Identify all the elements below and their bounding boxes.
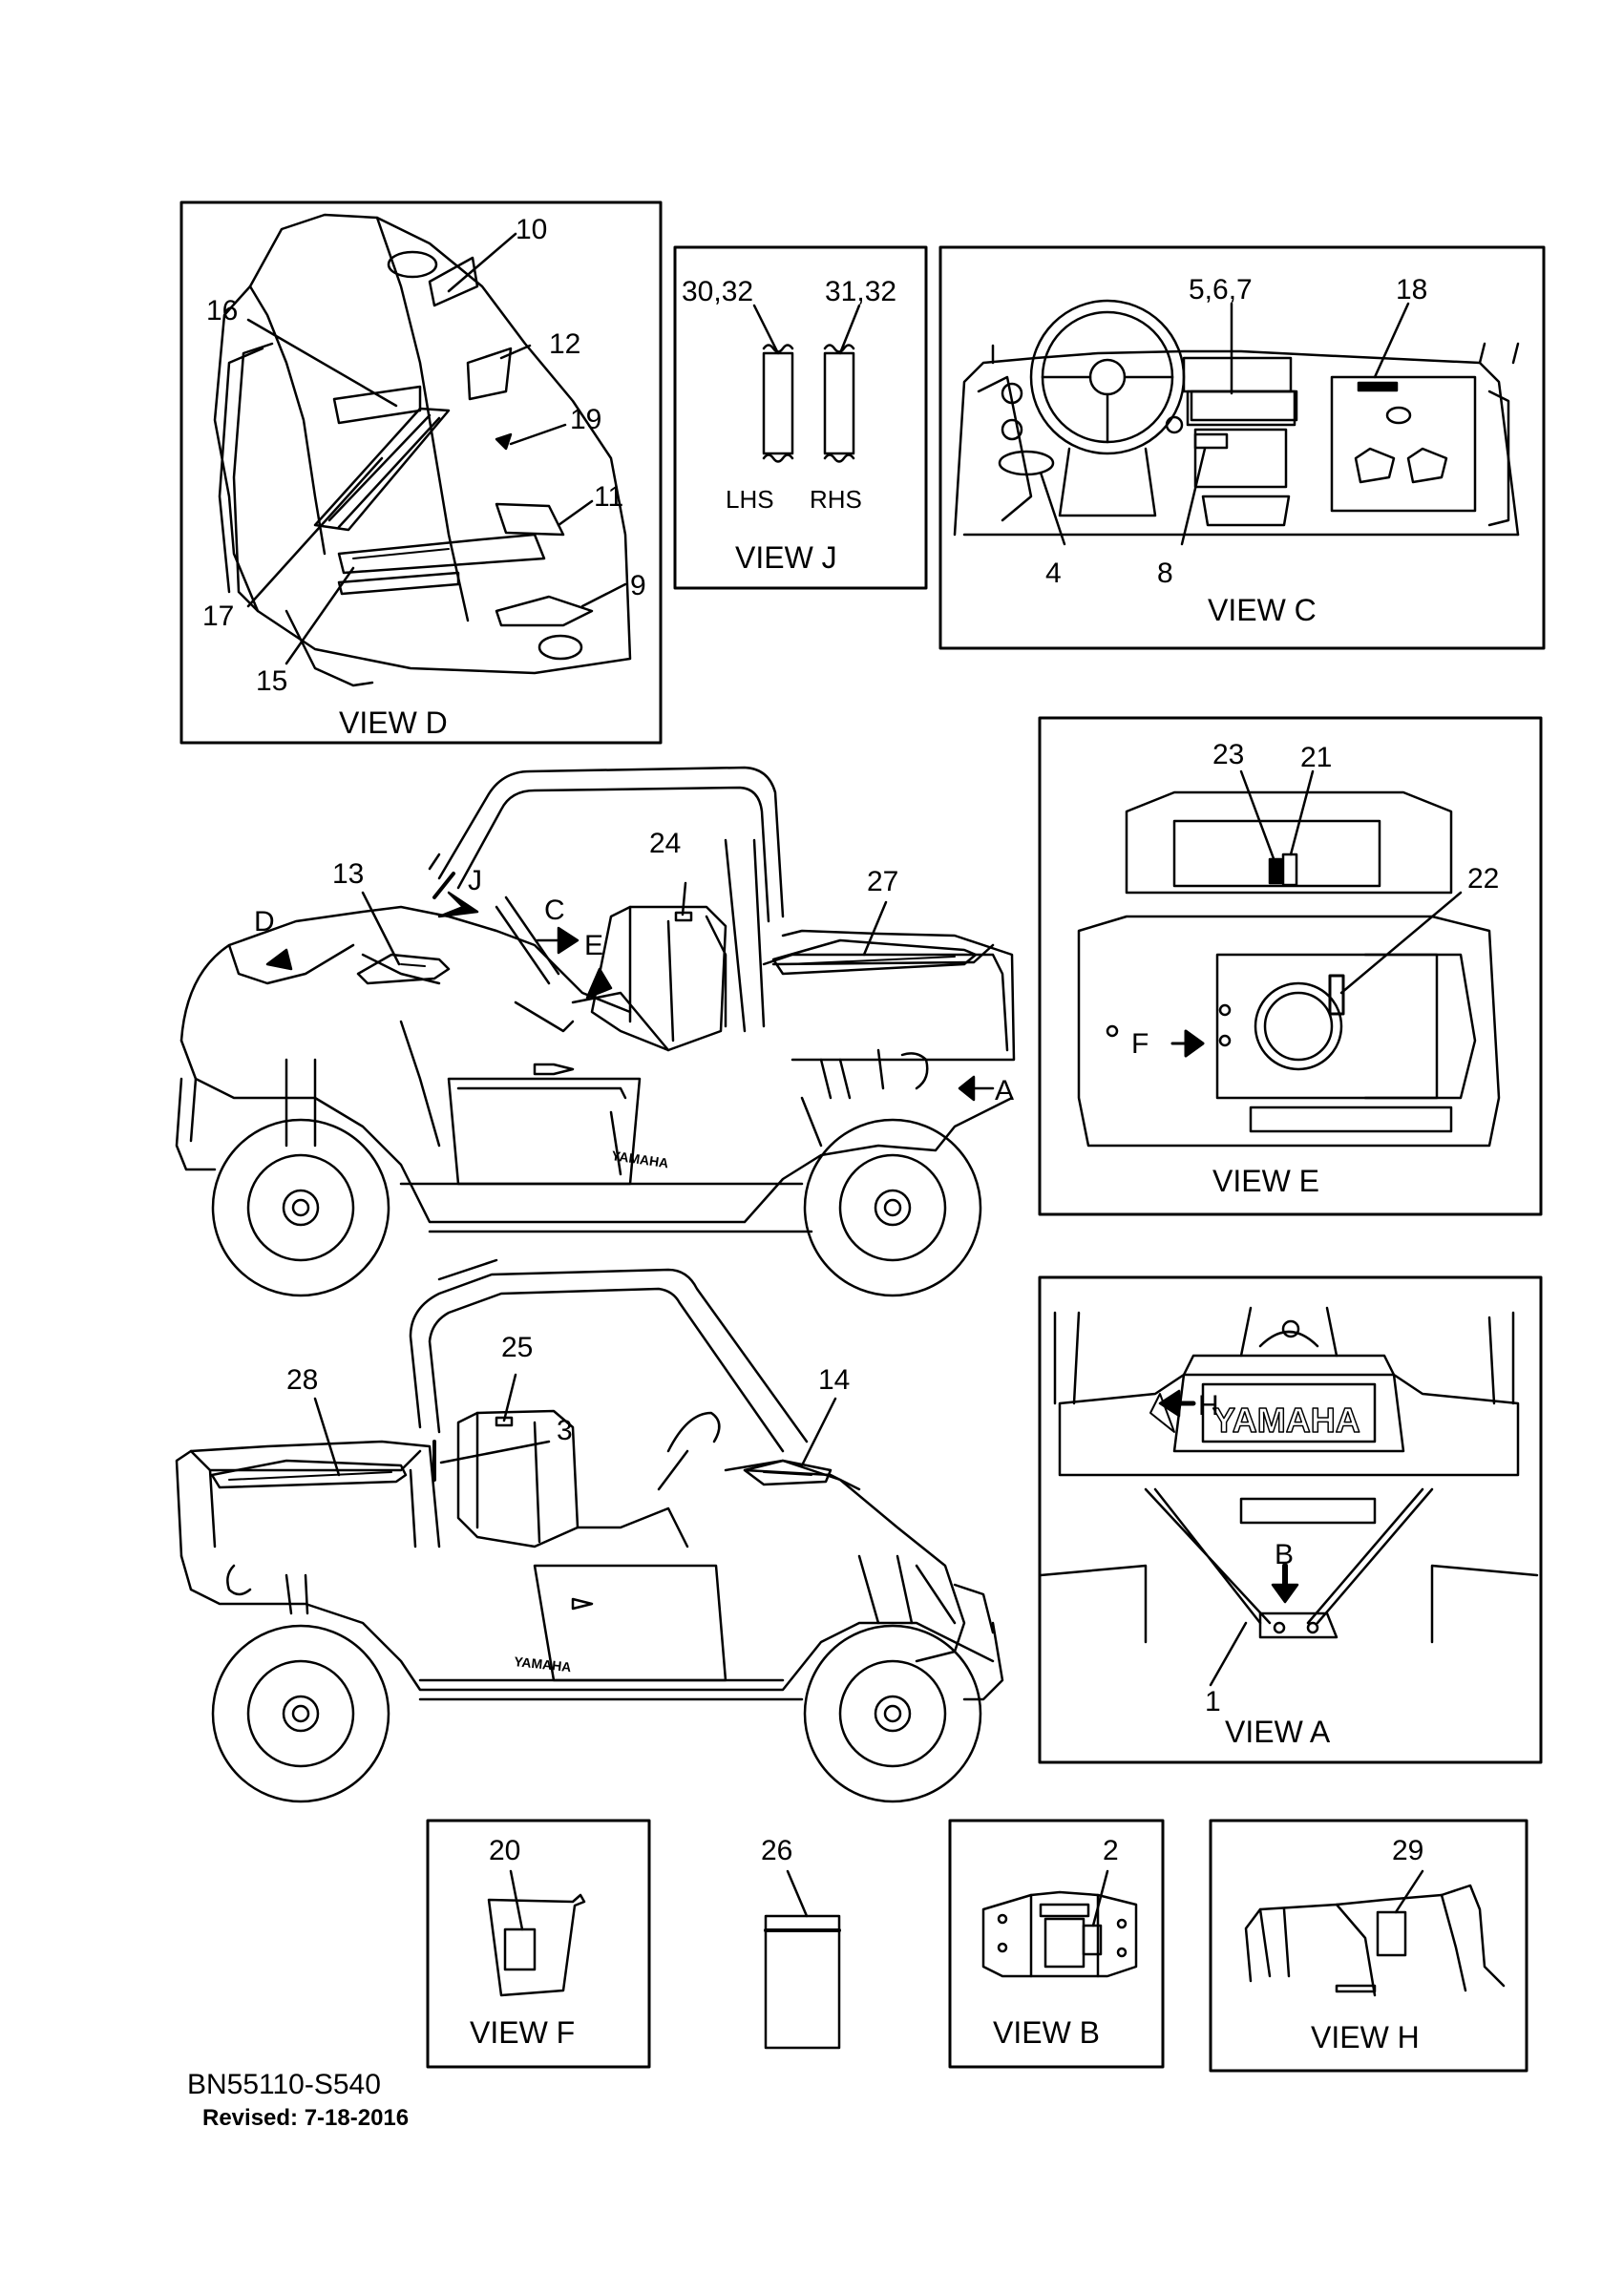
- view-h-title: VIEW H: [1311, 2020, 1420, 2054]
- callout-4: 4: [1045, 558, 1062, 589]
- callout-3: 3: [557, 1415, 573, 1446]
- callout-12: 12: [549, 328, 580, 360]
- callout-13: 13: [332, 858, 364, 890]
- callout-2: 2: [1103, 1835, 1119, 1866]
- callout-5-6-7: 5,6,7: [1189, 274, 1253, 305]
- view-h-panel: [1209, 1819, 1528, 2073]
- callout-20: 20: [489, 1835, 520, 1866]
- callout-16: 16: [206, 295, 238, 326]
- view-d-panel: [179, 200, 663, 745]
- callout-22: 22: [1467, 863, 1499, 895]
- view-d-title: VIEW D: [339, 706, 448, 740]
- callout-10: 10: [516, 214, 547, 245]
- svg-text:YAMAHA: YAMAHA: [1212, 1401, 1360, 1440]
- callout-1: 1: [1205, 1686, 1221, 1717]
- callout-23: 23: [1212, 739, 1244, 770]
- callout-28: 28: [286, 1364, 318, 1396]
- view-a-panel: YAMAHA: [1038, 1275, 1543, 1764]
- view-f-title: VIEW F: [470, 2015, 575, 2050]
- view-b-panel: [948, 1819, 1165, 2069]
- callout-19: 19: [570, 404, 601, 435]
- callout-29: 29: [1392, 1835, 1423, 1866]
- view-c-panel: [938, 245, 1546, 650]
- arrow-label-c: C: [544, 895, 565, 926]
- diagram-code: BN55110-S540: [187, 2069, 381, 2100]
- arrow-label-b: B: [1275, 1539, 1294, 1570]
- view-e-panel: [1038, 716, 1543, 1216]
- callout-15: 15: [256, 665, 287, 697]
- callout-24: 24: [649, 828, 681, 859]
- view-b-title: VIEW B: [993, 2015, 1100, 2050]
- callout-25: 25: [501, 1332, 533, 1363]
- callout-14: 14: [818, 1364, 850, 1396]
- revised-date: Revised: 7-18-2016: [202, 2105, 410, 2131]
- view-j-title: VIEW J: [735, 540, 837, 575]
- arrow-label-d: D: [254, 906, 275, 937]
- callout-31-32: 31,32: [825, 276, 896, 307]
- callout-21: 21: [1300, 742, 1332, 773]
- vehicle-right-side: YAMAHA: [175, 1258, 1004, 1803]
- callout-30-32: 30,32: [682, 276, 753, 307]
- label-rhs: RHS: [810, 485, 862, 514]
- view-f-panel: [426, 1819, 651, 2069]
- callout-9: 9: [630, 570, 646, 601]
- arrow-label-f: F: [1131, 1028, 1149, 1060]
- view-e-title: VIEW E: [1212, 1164, 1319, 1198]
- svg-text:YAMAHA: YAMAHA: [514, 1654, 572, 1675]
- callout-11: 11: [594, 481, 623, 513]
- callout-26: 26: [761, 1835, 792, 1866]
- arrow-label-e: E: [584, 930, 603, 961]
- arrow-label-a: A: [995, 1075, 1014, 1106]
- callout-18: 18: [1396, 274, 1427, 305]
- callout-27: 27: [867, 866, 898, 897]
- arrow-label-j: J: [468, 865, 482, 896]
- callout-8: 8: [1157, 558, 1173, 589]
- view-a-title: VIEW A: [1225, 1715, 1331, 1749]
- view-j-panel: [673, 245, 928, 590]
- callout-17: 17: [202, 600, 234, 632]
- view-c-title: VIEW C: [1208, 593, 1317, 627]
- item-26-decal: [764, 1869, 841, 2050]
- label-lhs: LHS: [726, 485, 774, 514]
- arrow-label-h: H: [1198, 1390, 1219, 1422]
- vehicle-left-side: YAMAHA: [175, 766, 1016, 1297]
